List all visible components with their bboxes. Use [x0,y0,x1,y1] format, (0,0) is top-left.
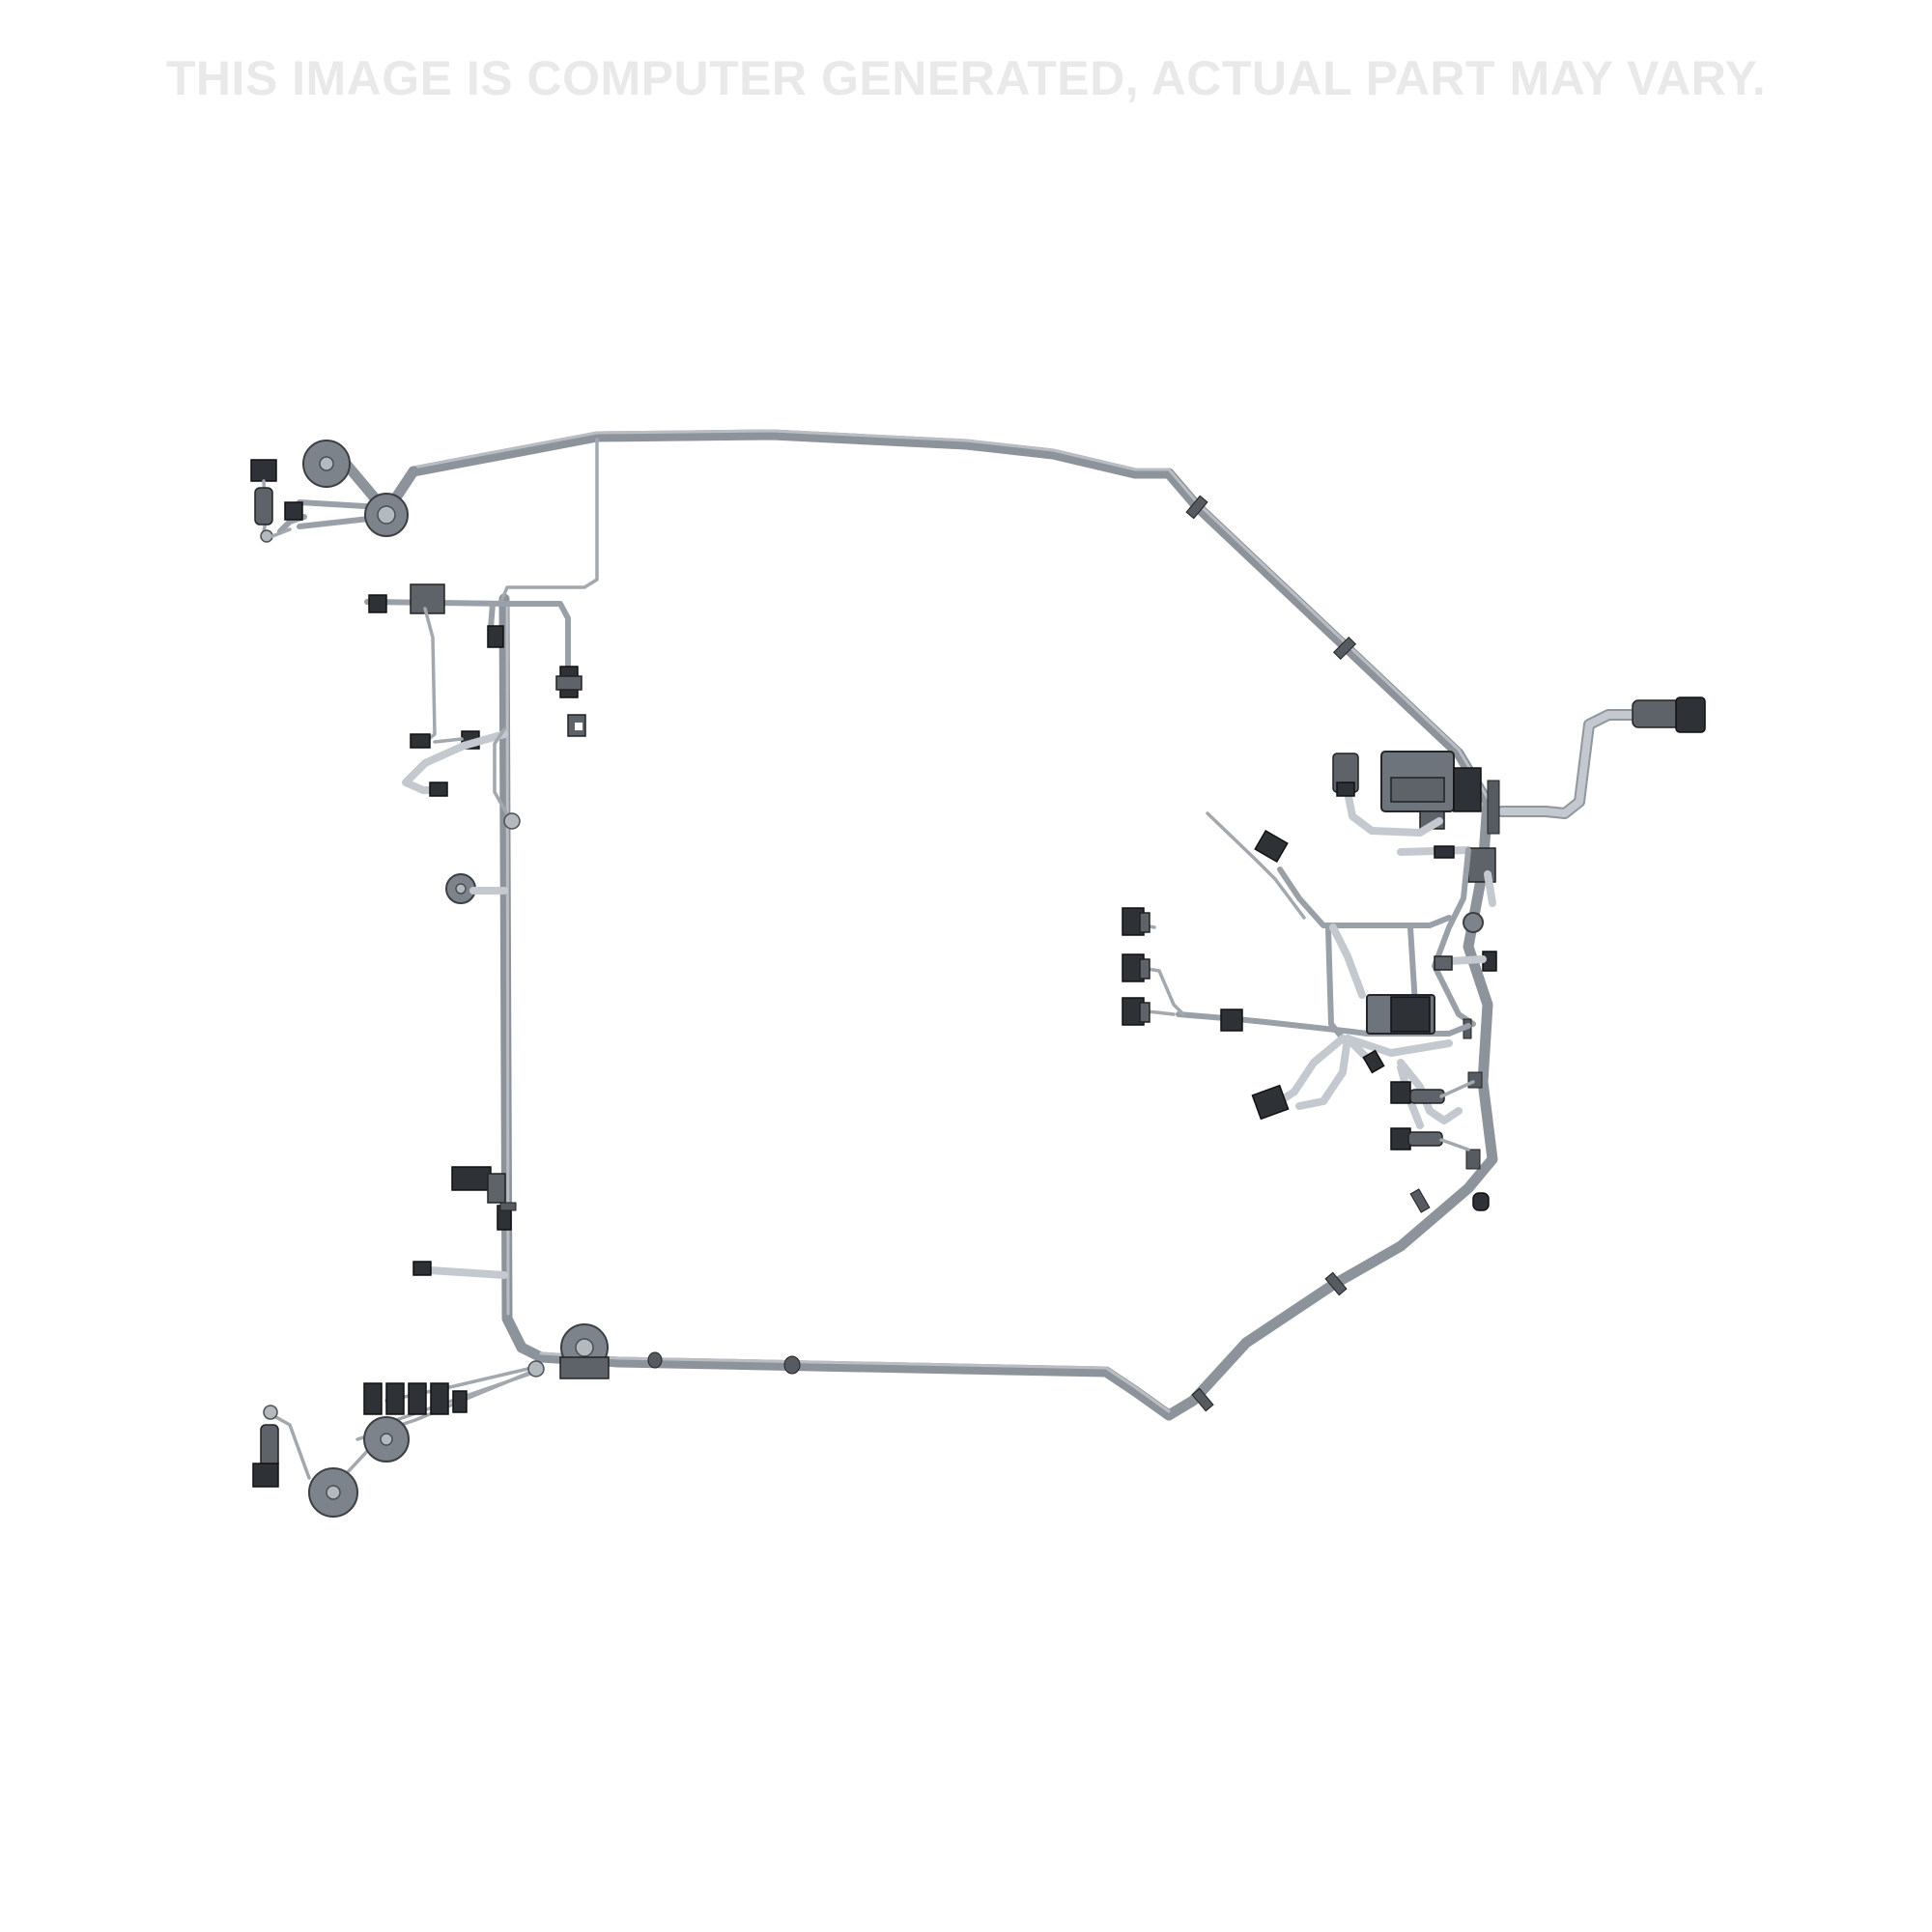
boot-icon [1409,1089,1445,1104]
junction-box-cover-icon [1390,777,1445,803]
harness-clip-icon [1185,495,1208,520]
connector-icon [385,1382,405,1415]
terminal-icon [503,812,521,830]
grommet-center-icon [380,1433,393,1446]
connector-icon [487,625,504,648]
top-left-cluster [250,440,409,543]
harness-clip-icon [1467,1071,1483,1089]
harness-clip-icon [1324,1271,1348,1296]
grommet-icon [1463,912,1484,933]
terminal-icon [263,1405,278,1420]
harness-clip-icon [1465,1149,1481,1170]
connector-icon [1220,1009,1243,1032]
grommet-center-icon [319,456,334,471]
connector-icon [1336,781,1355,797]
connector-icon [368,594,387,613]
grommet-center-icon [575,1338,594,1357]
connector-icon [1139,912,1151,933]
trunk-clips [647,495,1431,1412]
right-inner-branches [1122,811,1475,1151]
connector-icon [1390,1081,1411,1104]
connector-icon [1434,845,1455,859]
grommet-center-icon [377,505,396,525]
connector-icon [452,1390,468,1413]
connector-icon [1139,1002,1151,1023]
disclaimer-watermark: THIS IMAGE IS COMPUTER GENERATED, ACTUAL… [165,51,1767,105]
connector-icon [412,1261,432,1276]
harness-clip-icon [1332,636,1357,661]
connector-icon [284,501,303,521]
terminal-icon [527,1360,545,1378]
boot-icon [1407,1131,1443,1147]
connector-icon [410,583,445,614]
main-trunk [297,429,1498,1421]
right-bulkhead-connector [1487,696,1706,835]
right-junction-cluster [1332,751,1497,1211]
connector-icon [1139,958,1151,980]
connector-icon [1254,829,1289,864]
grommet-center-icon [326,1485,341,1500]
connector-icon [1362,1049,1385,1074]
connector-icon [252,1463,279,1488]
connector-icon [1390,996,1431,1033]
left-lower-branch [412,1166,517,1279]
boot-icon [260,1424,279,1469]
connector-icon [408,1382,427,1415]
connector-icon [451,1166,492,1191]
connector-icon [430,1382,449,1415]
harness-clip-icon [647,1351,663,1369]
connector-icon [1251,1084,1290,1121]
top-drop-wire [500,438,599,601]
left-upper-branch [364,583,586,904]
connector-icon [555,675,582,691]
connector-icon [250,459,277,482]
bottom-left-cluster [252,1323,610,1518]
connector-icon [1434,955,1453,971]
connector-icon [1675,696,1706,733]
harness-clip-icon [783,1355,801,1375]
connector-icon [1390,1127,1411,1151]
harness-clip-icon [499,1202,517,1211]
terminal-icon [260,529,273,543]
grommet-center-icon [455,883,467,895]
connector-icon [1453,767,1482,812]
flange-icon [1487,780,1500,835]
harness-clip-icon [1409,1188,1431,1213]
boot-icon [254,487,273,526]
connector-icon [487,1173,506,1204]
connector-icon [429,781,448,797]
connector-icon [1472,1192,1490,1211]
connector-icon [363,1382,383,1415]
connector-icon [410,733,431,749]
connector-icon [1632,699,1682,728]
bracket-icon [559,1356,610,1379]
harness-clip-icon [1191,1387,1214,1412]
